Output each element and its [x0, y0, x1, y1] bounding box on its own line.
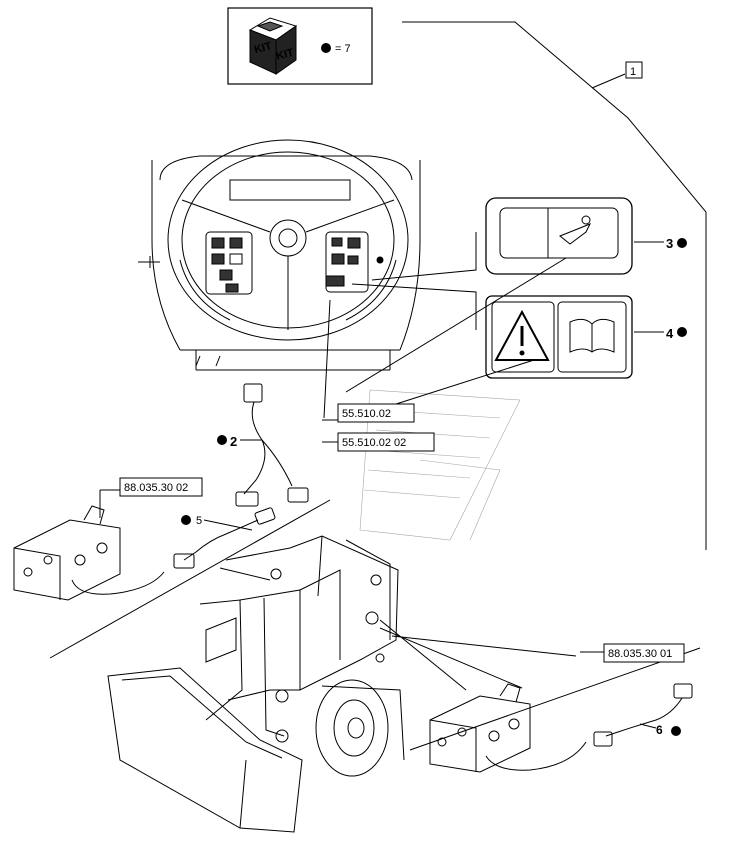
valve-block-left [13, 505, 165, 601]
decal-item-4 [485, 295, 633, 379]
bullet-dot [321, 43, 331, 53]
callout-6-label: 6 [656, 723, 663, 737]
ref-box [337, 432, 435, 452]
bullet-dot [677, 238, 687, 248]
bullet-dot [181, 515, 191, 525]
bullet-dot [677, 327, 687, 337]
kit-label-left: KIT [253, 40, 273, 56]
wiring-harness-5 [173, 507, 276, 569]
ref-88-035-30-01: 88.035.30 01 [608, 648, 672, 660]
bullet-dot [217, 435, 227, 445]
callout-2-label: 2 [230, 434, 237, 449]
kit-panel [227, 7, 373, 85]
kit-cube-icon [248, 17, 298, 75]
callout-box-1 [625, 61, 643, 79]
bullet-dot [671, 726, 681, 736]
callout-5-label: 5 [196, 515, 202, 527]
kit-quantity: = 7 [335, 43, 351, 55]
ref-box [603, 643, 685, 663]
ref-55-510-02-02: 55.510.02 02 [342, 437, 406, 449]
warning-triangle-icon [494, 309, 550, 361]
kit-label-right: KIT [275, 47, 295, 63]
decal-item-3 [485, 197, 633, 275]
steering-wheel-drawing [138, 139, 421, 371]
valve-block-right [429, 683, 587, 773]
wiring-harness-2 [235, 383, 309, 507]
front-loader-drawing [107, 535, 405, 833]
ref-box [119, 477, 203, 497]
ref-box [337, 403, 415, 423]
wiring-harness-6 [593, 683, 693, 747]
callout-4-label: 4 [666, 326, 674, 341]
callout-3-label: 3 [666, 236, 673, 251]
ref-55-510-02: 55.510.02 [342, 408, 391, 420]
manual-book-icon [569, 318, 615, 353]
ref-88-035-30-02: 88.035.30 02 [124, 482, 188, 494]
callout-1-label: 1 [630, 66, 636, 78]
